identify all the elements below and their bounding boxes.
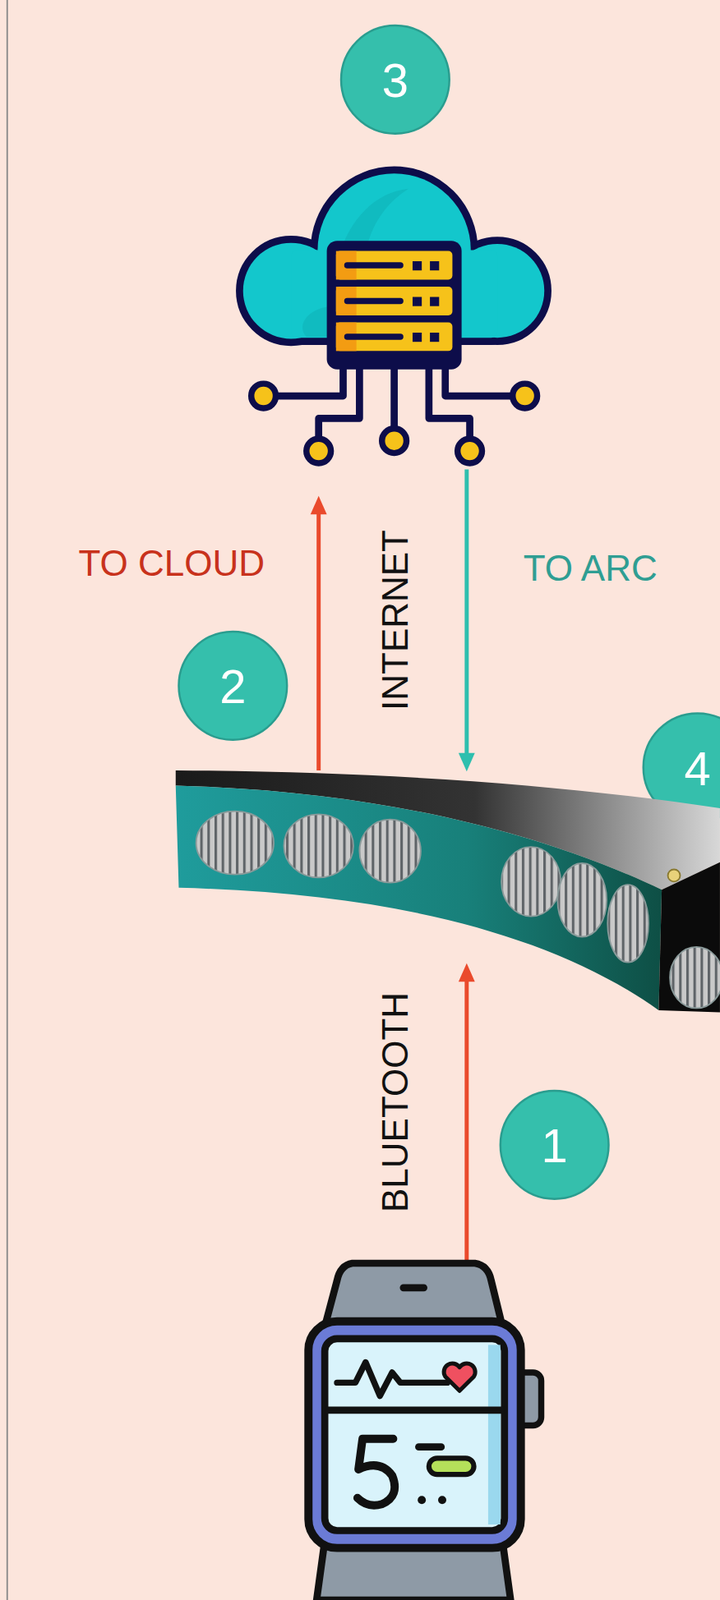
arc-device-part [668,869,681,882]
frame-line-part [6,0,9,1600]
smartwatch-icon-part [324,1264,503,1328]
link-label: INTERNET [377,530,414,711]
flow-label: TO ARC [523,550,658,587]
arrows-part [316,510,321,771]
link-label: BLUETOOTH [377,992,414,1214]
arrows-part [464,469,469,757]
cloud-icon-part-part [346,298,401,305]
cloud-icon-part [346,265,401,337]
cloud-icon-part-part [306,438,332,464]
arrows-part [464,978,469,1262]
callout-number: 3 [382,56,409,105]
smartwatch-icon-part [403,1284,425,1293]
cloud-icon-part-part [429,297,439,307]
cloud-icon-part-part [412,332,422,342]
smartwatch-icon-part [417,1496,426,1505]
cloud-icon-part-part [382,429,407,454]
cloud-icon-part-part [336,286,453,316]
cloud-icon-part [243,173,545,339]
cloud-icon-part [412,261,439,342]
callout-number: 1 [541,1122,568,1171]
cloud-icon-part [327,240,462,370]
smartwatch-icon-part [438,1496,447,1505]
cloud-icon-part [243,173,545,339]
cloud-icon-part-part [429,332,439,342]
callout-number: 4 [684,745,711,794]
callout-circles-part [341,25,450,134]
cloud-icon-part-part [251,383,277,409]
smartwatch-icon-part [336,1363,448,1398]
arc-device-part [196,812,720,1010]
smartwatch-icon [308,1264,541,1600]
arc-device-part-part [501,847,561,917]
arc-device-part [175,786,662,1011]
callout-number: 2 [219,663,246,711]
cloud-icon [243,173,545,464]
callout-circles-part [178,632,287,741]
smartwatch-icon-part [357,1440,395,1507]
cloud-icon-part-part [346,333,401,340]
arc-device-part-part [359,820,421,884]
smartwatch-icon-part [324,1407,505,1416]
cloud-icon-part-part [457,438,483,464]
arc-device-part-part [196,812,274,876]
smartwatch-icon-part [488,1345,501,1526]
arc-device-part-part [669,947,720,1010]
arrows-part [458,964,476,983]
smartwatch-icon-part [429,1458,475,1476]
cloud-icon-part-part [412,297,422,307]
arc-device [175,770,720,1013]
smartwatch-icon-part [418,1444,441,1452]
arc-device-part-part [283,814,353,878]
flow-label: TO CLOUD [78,545,265,582]
cloud-icon-part-part [277,367,344,397]
cloud-icon-part-part [429,367,471,439]
arc-device-part-part [607,885,649,963]
callout-circles [178,25,720,1200]
frame-line [6,0,8,1600]
callout-circles-part [500,1091,610,1200]
cloud-icon-part-part [318,367,360,439]
cloud-icon-part-part [512,383,538,409]
smartwatch-icon-part [443,1364,476,1392]
cloud-icon-part-part [346,262,401,268]
cloud-icon-part-part [390,367,398,430]
cloud-icon-part [251,383,538,464]
arrows-part [310,496,328,515]
smartwatch-icon-part [308,1322,521,1550]
arc-device-part-part [557,863,607,937]
cloud-icon-part-part [429,261,439,271]
smartwatch-icon-part [324,1339,505,1533]
cloud-icon-part-part [445,367,512,397]
cloud-icon-part [336,251,453,352]
cloud-icon-part-part [412,261,422,271]
cloud-icon-part-part [336,323,453,352]
cloud-icon-part-part [336,251,453,281]
arrows-part [458,753,476,772]
